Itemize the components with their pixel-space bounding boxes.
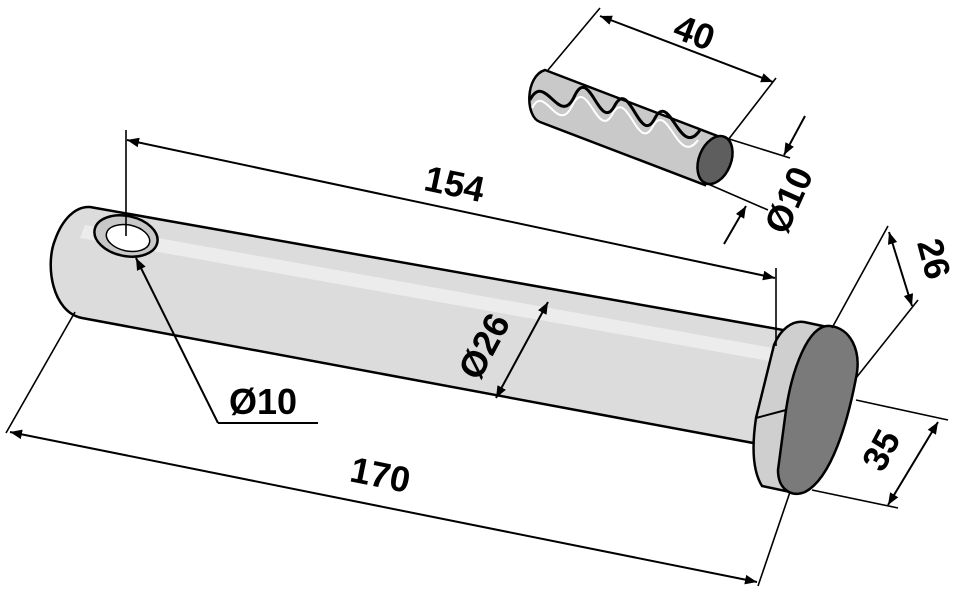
dimension-label-35: 35	[853, 423, 908, 478]
dimension-label-170: 170	[347, 449, 414, 501]
dimension-170: 170	[5, 311, 791, 587]
dimension-label-154: 154	[421, 157, 488, 210]
dimension-roll-pin-diameter-10: Ø10	[707, 115, 821, 245]
roll-pin-spiral-inner	[531, 96, 699, 148]
roll-pin-spiral	[528, 85, 702, 140]
dimension-hole-diameter-10: Ø10	[135, 257, 318, 424]
dimension-label-roll-pin-10: Ø10	[756, 160, 821, 239]
clevis-pin	[49, 205, 859, 495]
dimension-label-hole-10: Ø10	[229, 381, 297, 422]
pin-head-top-edge	[755, 409, 787, 419]
pin-head-face	[776, 324, 859, 495]
roll-pin	[528, 68, 734, 187]
dimension-label-40: 40	[668, 6, 720, 59]
dimension-label-26: 26	[909, 234, 954, 283]
